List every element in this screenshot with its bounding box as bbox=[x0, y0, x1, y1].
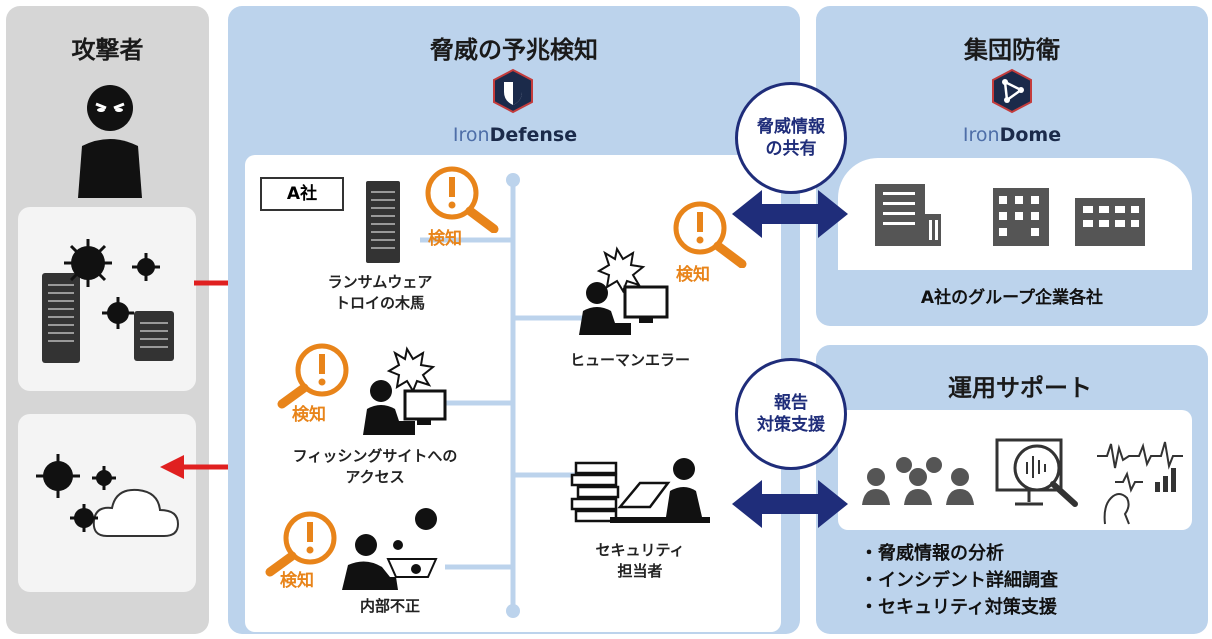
detect-label-phishing: 検知 bbox=[292, 405, 326, 425]
irondefense-logo-prefix: Iron bbox=[452, 124, 490, 146]
network-lines bbox=[420, 173, 595, 618]
ransomware-label: ランサムウェア トロイの木馬 bbox=[300, 272, 460, 314]
ransomware-label-line2: トロイの木馬 bbox=[334, 294, 425, 312]
ransomware-label-line1: ランサムウェア bbox=[327, 273, 433, 291]
detect-label-human-error: 検知 bbox=[676, 265, 710, 285]
share-double-arrow bbox=[732, 190, 848, 238]
support-bullet-3: ・セキュリティ対策支援 bbox=[860, 597, 1057, 618]
insider-icon bbox=[342, 508, 438, 590]
user-at-computer-icon bbox=[363, 346, 447, 435]
company-a-tag: A社 bbox=[260, 177, 344, 211]
report-double-arrow bbox=[732, 480, 848, 528]
irondefense-logo-suffix: Defense bbox=[489, 124, 578, 146]
irondefense-logo: IronDefense bbox=[440, 124, 590, 146]
security-staff-icon bbox=[570, 458, 710, 523]
group-companies-label: A社のグループ企業各社 bbox=[920, 288, 1104, 308]
phishing-label-line2: アクセス bbox=[345, 468, 405, 486]
threat-sharing-line2: の共有 bbox=[765, 139, 817, 159]
group-buildings-icon bbox=[875, 184, 1145, 246]
server-icon bbox=[366, 181, 400, 263]
detect-magnifier-icon bbox=[265, 511, 337, 577]
irondome-logo: IronDome bbox=[937, 124, 1087, 146]
detect-magnifier-icon bbox=[277, 343, 349, 409]
support-bullet-2: ・インシデント詳細調査 bbox=[860, 570, 1058, 591]
support-bullet-1: ・脅威情報の分析 bbox=[860, 543, 1004, 564]
detect-label-ransomware: 検知 bbox=[428, 229, 462, 249]
detection-title: 脅威の予兆検知 bbox=[430, 36, 598, 64]
phishing-label: フィッシングサイトへの アクセス bbox=[270, 446, 480, 488]
security-staff-label: セキュリティ 担当者 bbox=[575, 540, 705, 582]
report-support-line1: 報告 bbox=[774, 393, 808, 413]
phishing-label-line1: フィッシングサイトへの bbox=[292, 447, 458, 465]
detect-magnifier-icon bbox=[425, 166, 499, 233]
report-support-circle: 報告 対策支援 bbox=[735, 358, 847, 470]
analysis-monitor-icon bbox=[995, 438, 1078, 507]
irondefense-shield-icon bbox=[493, 68, 533, 114]
detect-magnifier-icon bbox=[673, 201, 747, 268]
infected-server-icon bbox=[42, 239, 174, 363]
insider-label: 内部不正 bbox=[359, 597, 420, 615]
human-error-label: ヒューマンエラー bbox=[569, 351, 690, 369]
attacker-cloud-box bbox=[18, 414, 196, 592]
report-support-line2: 対策支援 bbox=[757, 415, 825, 435]
operations-support-title: 運用サポート bbox=[948, 374, 1092, 402]
security-staff-label-line2: 担当者 bbox=[617, 562, 663, 580]
attacker-title: 攻撃者 bbox=[71, 36, 144, 64]
infected-cloud-icon bbox=[36, 454, 180, 537]
waveform-analyst-icon bbox=[1097, 441, 1183, 525]
support-bullets: ・脅威情報の分析 ・インシデント詳細調査 ・セキュリティ対策支援 bbox=[860, 540, 1058, 621]
irondome-icon bbox=[992, 68, 1032, 114]
attacker-icon bbox=[78, 85, 142, 198]
analysts-icon bbox=[862, 457, 974, 505]
irondome-logo-suffix: Dome bbox=[999, 124, 1062, 146]
threat-sharing-circle: 脅威情報 の共有 bbox=[735, 82, 847, 194]
irondome-logo-prefix: Iron bbox=[962, 124, 1000, 146]
detect-label-insider: 検知 bbox=[280, 571, 314, 591]
collective-defense-title: 集団防衛 bbox=[964, 36, 1060, 64]
security-staff-label-line1: セキュリティ bbox=[595, 541, 685, 559]
user-at-computer-icon bbox=[579, 246, 669, 335]
threat-sharing-line1: 脅威情報 bbox=[757, 117, 825, 137]
